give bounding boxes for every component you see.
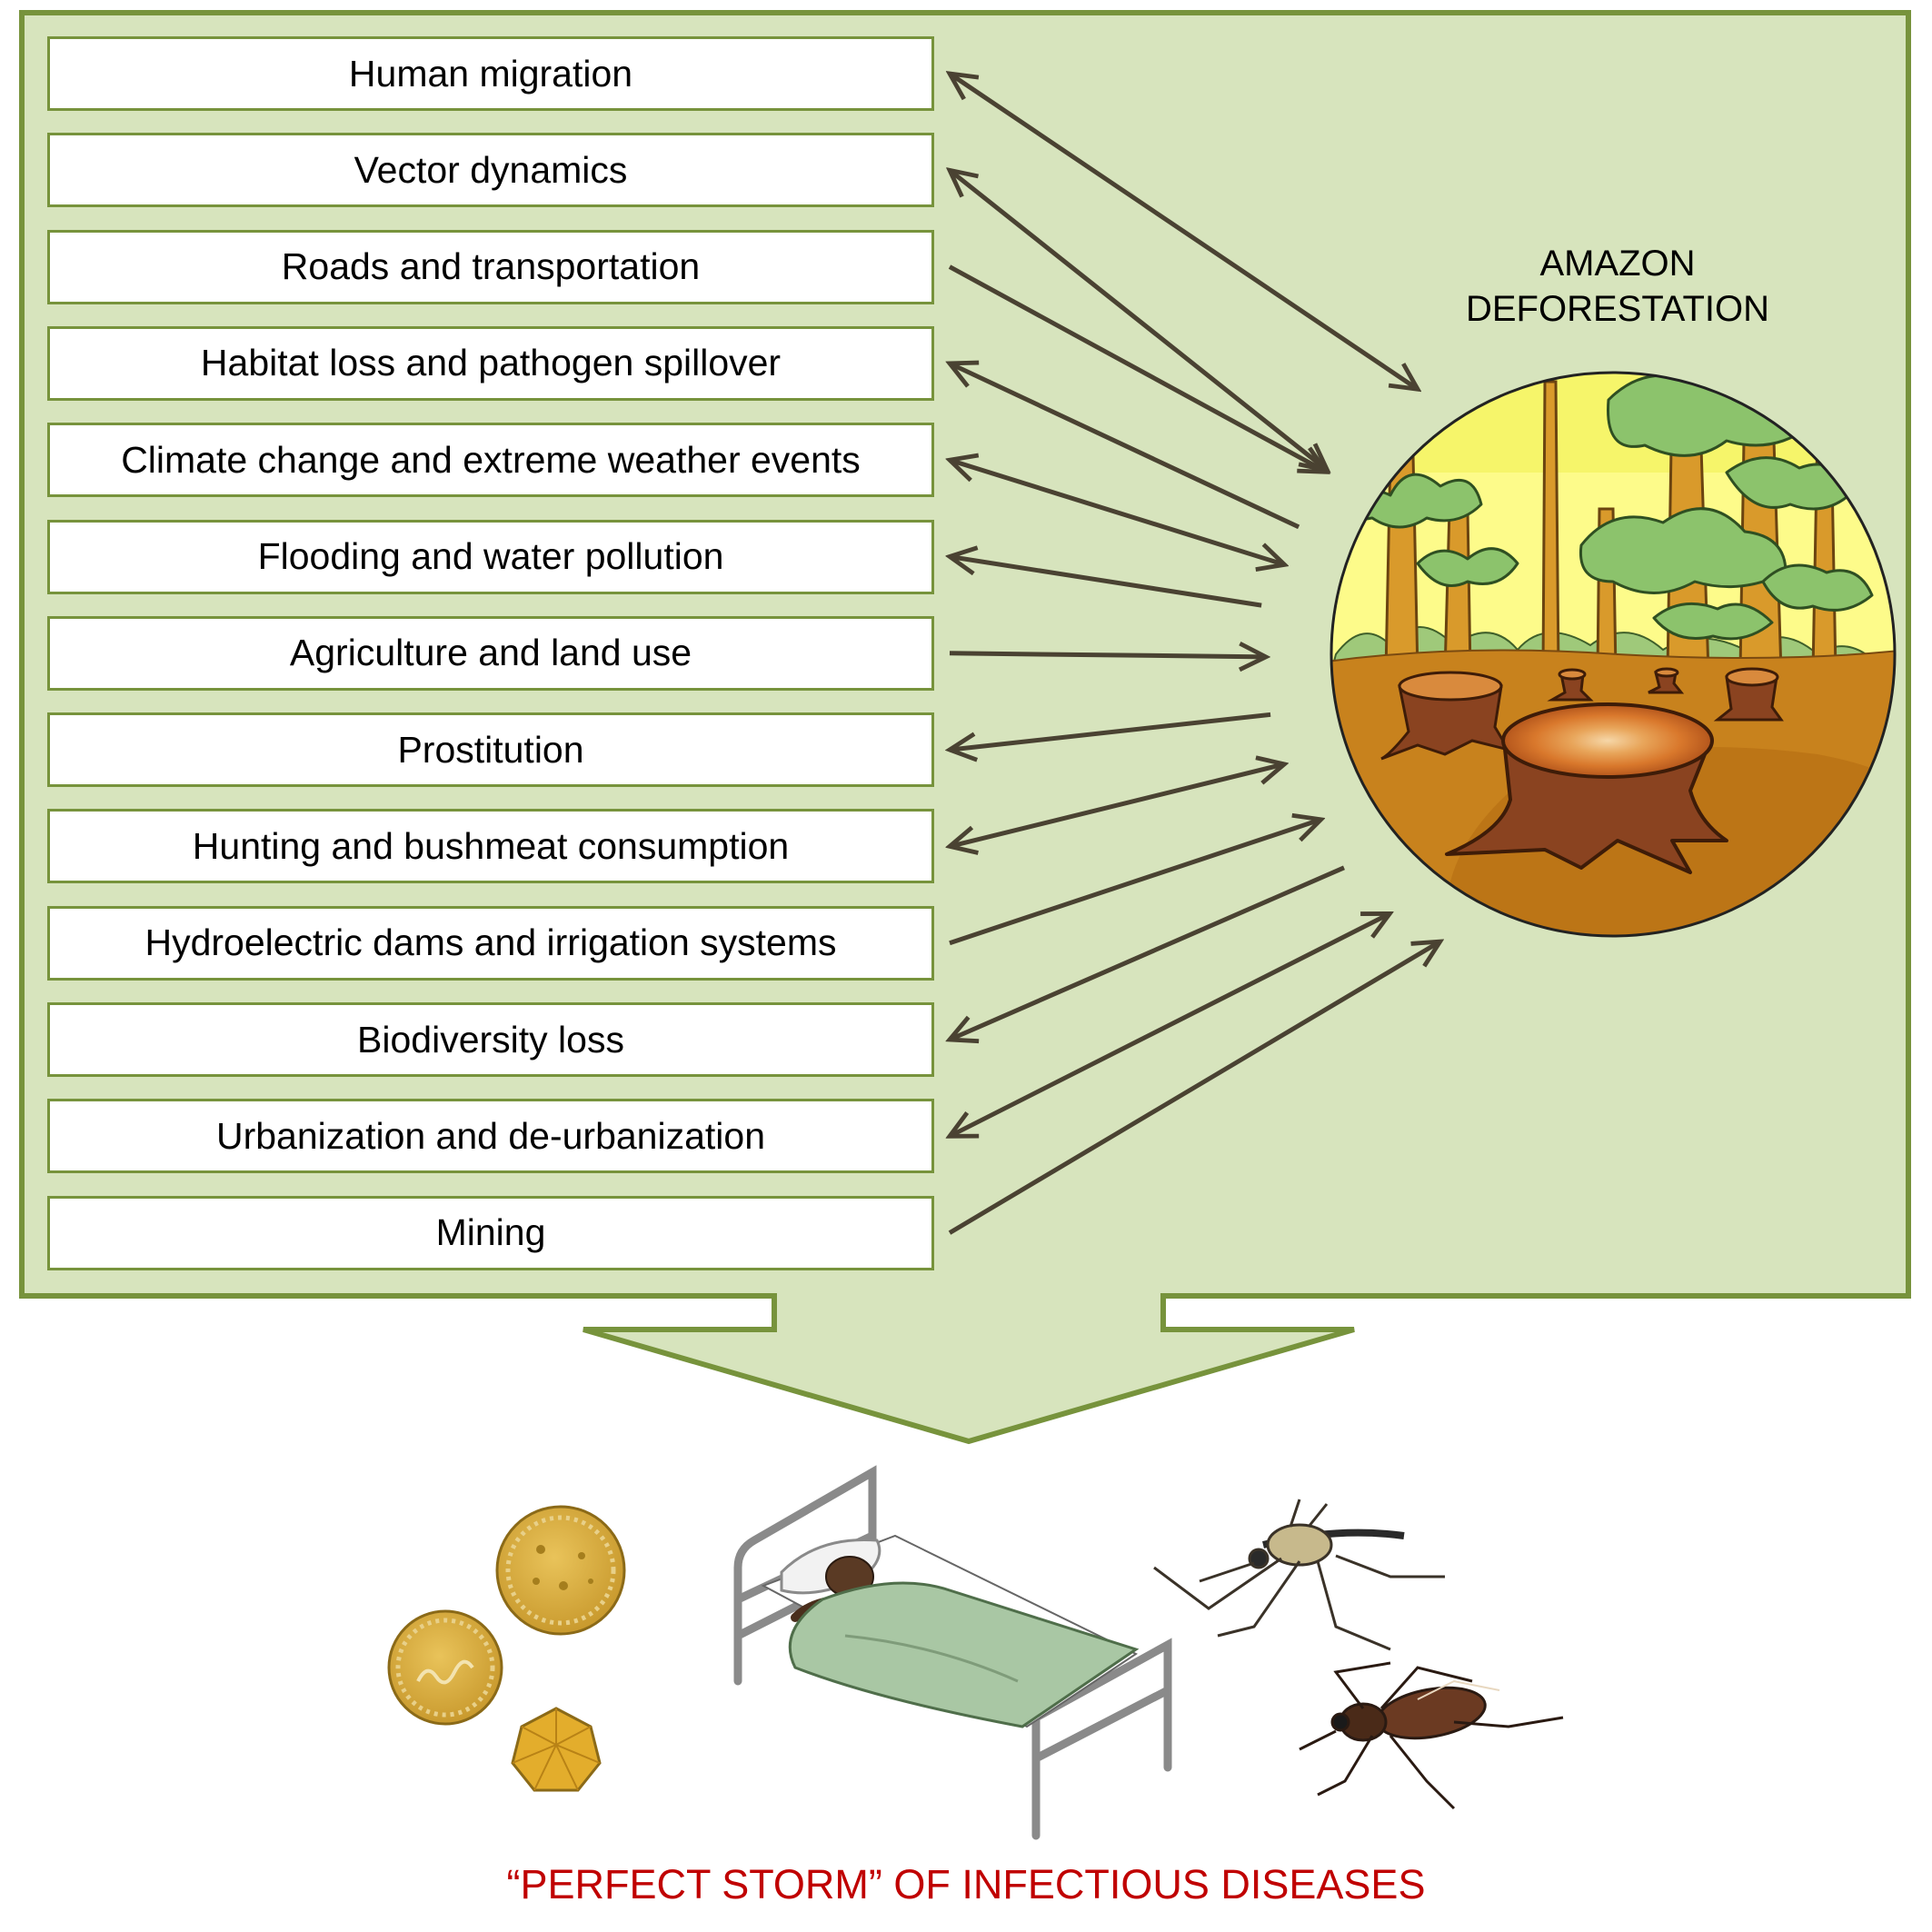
factor-box: Climate change and extreme weather event… [47,423,934,498]
factor-label: Human migration [348,52,633,95]
arrow-to-deforestation [948,941,1440,1235]
mosquito-icon [1299,1661,1564,1810]
arrow-from-deforestation [950,557,1262,608]
factor-box: Prostitution [47,712,934,788]
factor-label: Hydroelectric dams and irrigation system… [144,921,837,964]
factor-box: Human migration [47,36,934,111]
factor-label: Climate change and extreme weather event… [121,438,861,481]
factor-label: Habitat loss and pathogen spillover [200,342,782,384]
factor-box: Biodiversity loss [47,1002,934,1077]
sick-person-in-bed [733,1465,1172,1840]
factor-box: Roads and transportation [47,229,934,304]
factor-label: Mining [435,1211,546,1254]
arrow-bidirectional [950,764,1284,847]
arrow-from-deforestation [950,712,1271,750]
factor-box: Hunting and bushmeat consumption [47,809,934,884]
relationship-arrows [948,74,1440,1235]
factor-label: Urbanization and de-urbanization [215,1114,765,1157]
factor-box: Habitat loss and pathogen spillover [47,325,934,401]
factor-label: Vector dynamics [354,148,628,191]
factor-box: Urbanization and de-urbanization [47,1099,934,1174]
factor-label: Prostitution [397,728,584,771]
arrow-bidirectional [950,460,1285,564]
outcome-label-text: “PERFECT STORM” OF INFECTIOUS DISEASES [506,1861,1426,1907]
virus-particles [387,1505,626,1792]
arrow-bidirectional [950,170,1328,470]
factor-box: Flooding and water pollution [47,519,934,594]
factor-label: Flooding and water pollution [257,535,724,577]
arrow-to-deforestation [949,653,1266,657]
arrow-bidirectional [950,913,1389,1136]
factor-label: Agriculture and land use [289,632,692,674]
factor-box: Hydroelectric dams and irrigation system… [47,905,934,981]
virus-icon [387,1609,503,1726]
outcome-label: “PERFECT STORM” OF INFECTIOUS DISEASES [0,1861,1932,1908]
mosquitoes [1153,1499,1564,1810]
center-label: AMAZON DEFORESTATION [1399,241,1836,332]
factor-box: Mining [47,1195,934,1270]
mosquito-icon [1153,1499,1445,1651]
center-label-text: AMAZON DEFORESTATION [1465,244,1770,329]
factor-box: Vector dynamics [47,133,934,208]
virus-icon [495,1505,626,1636]
factor-box: Agriculture and land use [47,615,934,691]
factor-label: Biodiversity loss [357,1018,624,1061]
deforestation-scene [1329,371,1897,938]
factor-label: Roads and transportation [281,245,701,288]
factor-label: Hunting and bushmeat consumption [192,824,790,867]
virus-icon [511,1707,602,1792]
arrow-to-deforestation [948,264,1326,473]
